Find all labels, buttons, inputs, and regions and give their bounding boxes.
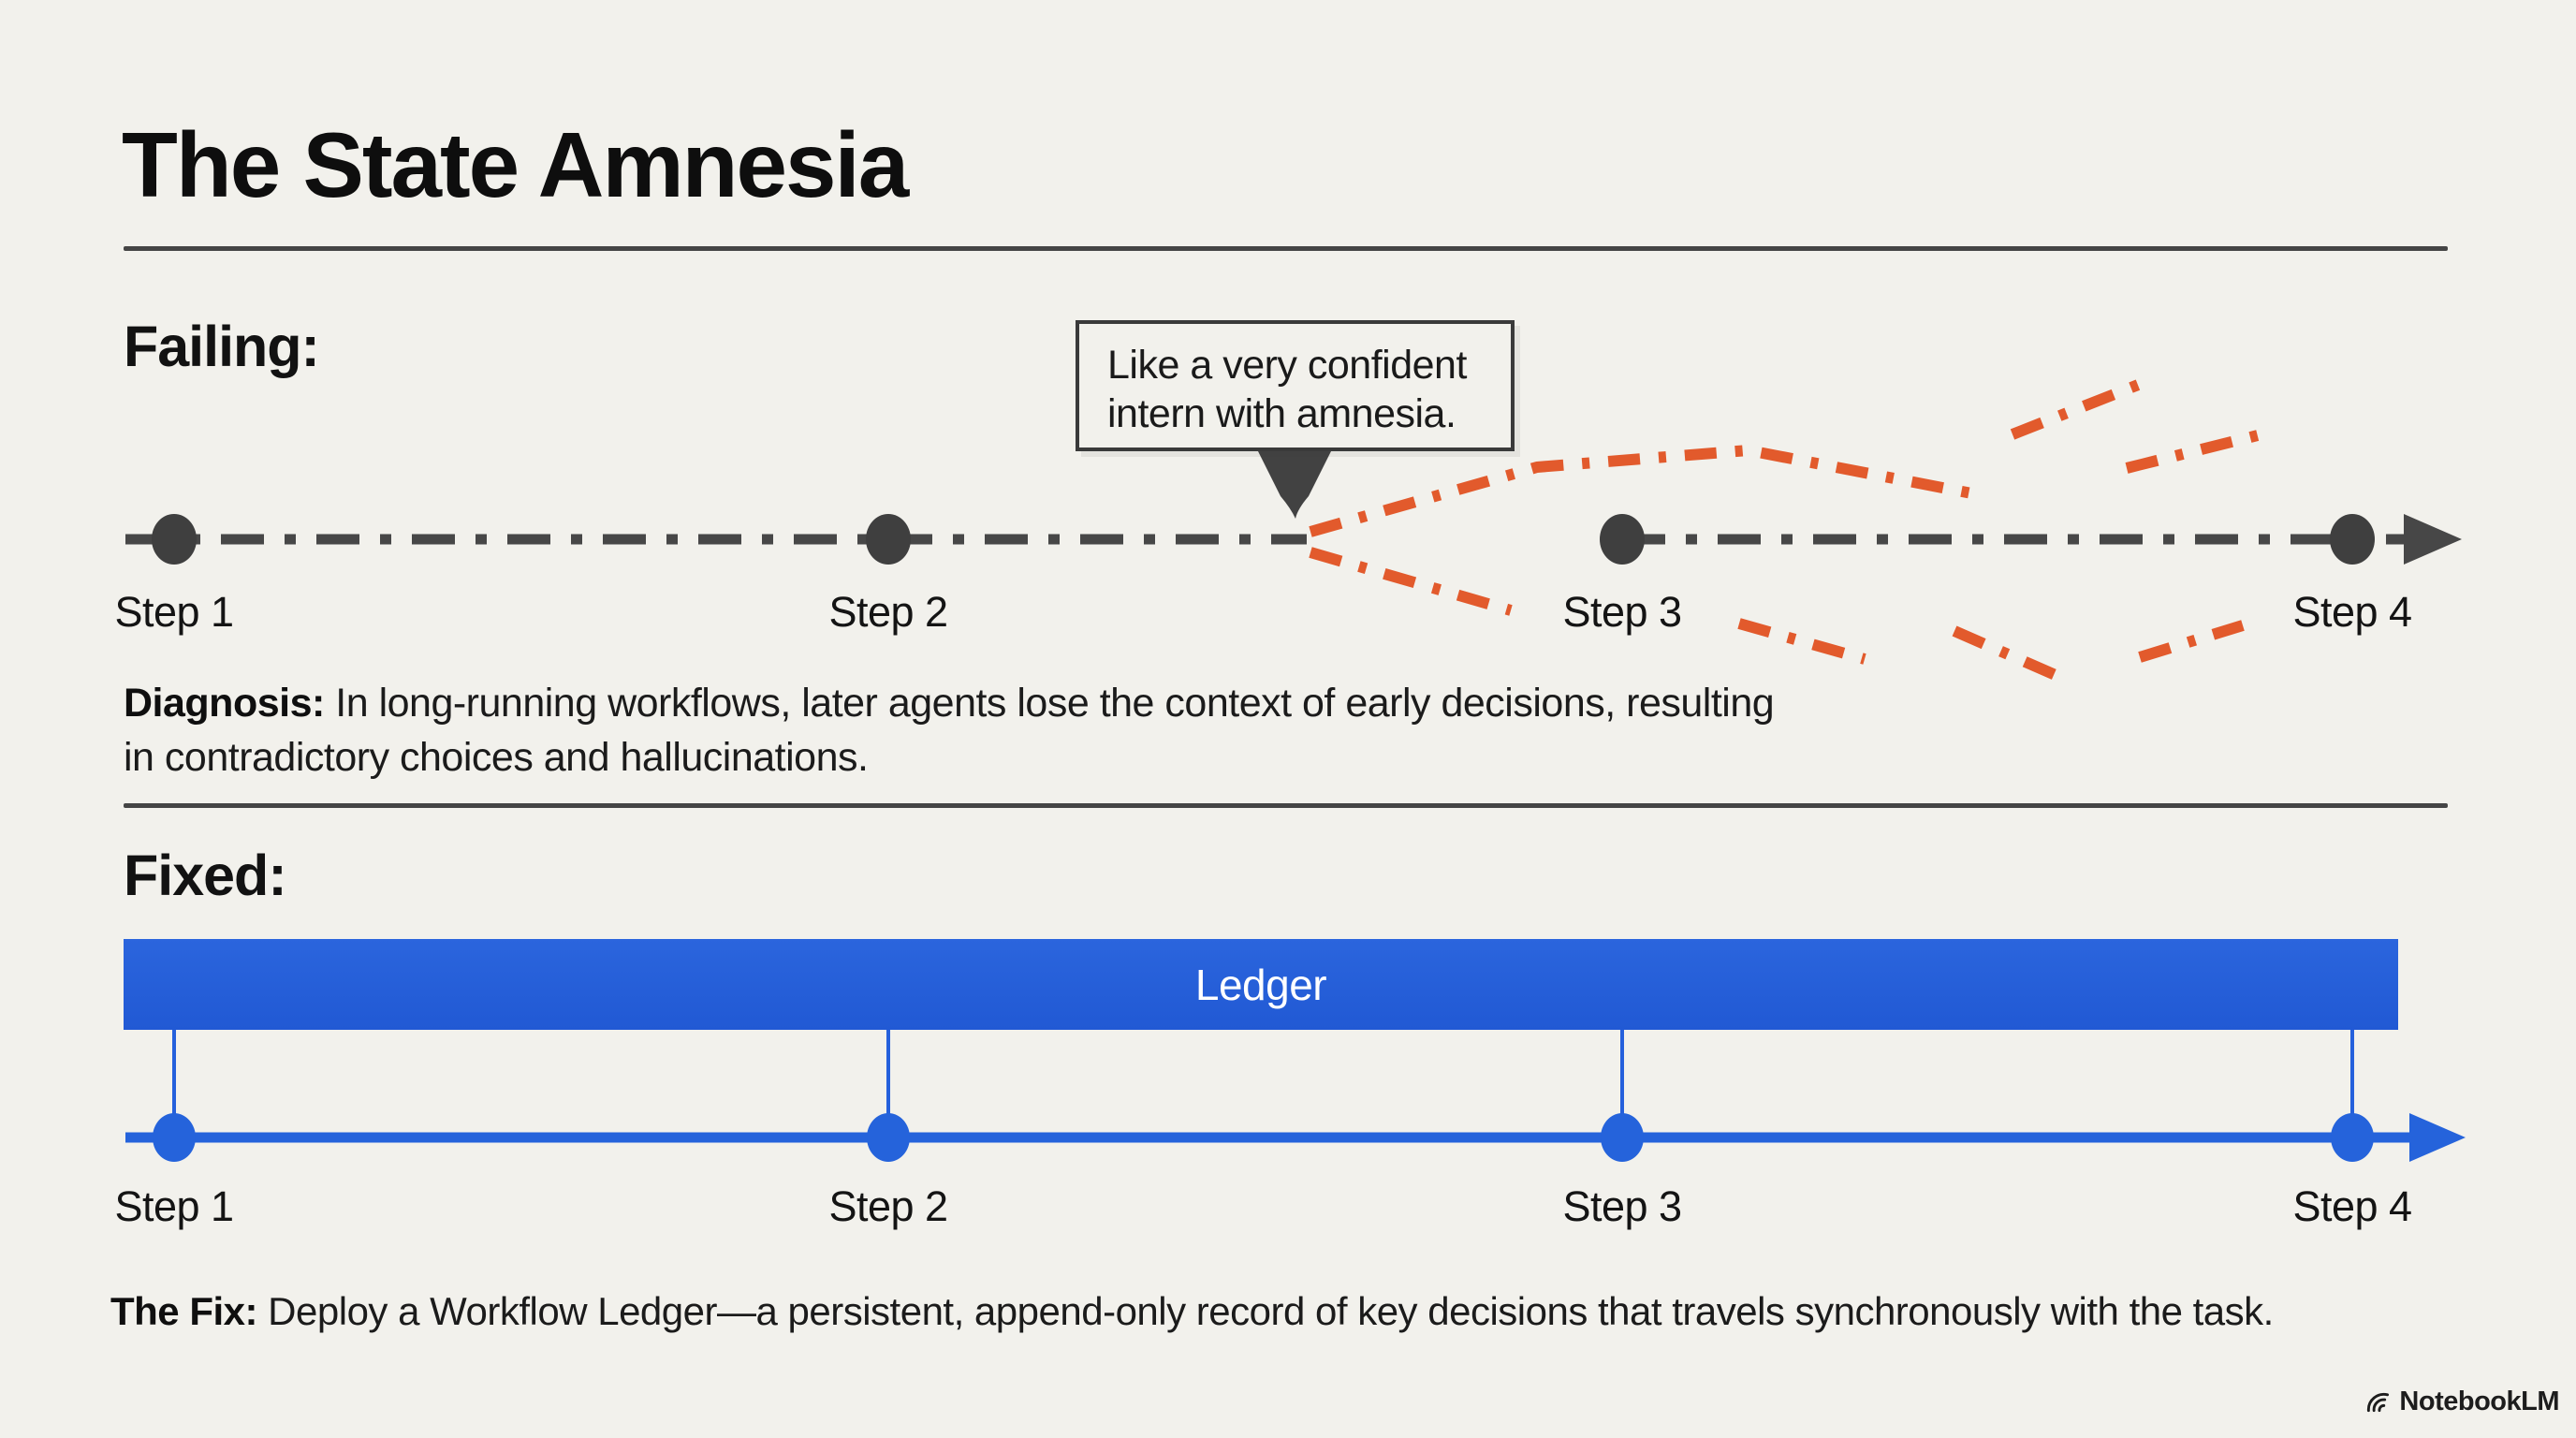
hallucination-fragment-5 — [2138, 620, 2245, 663]
fix-text: Deploy a Workflow Ledger—a persistent, a… — [257, 1289, 2274, 1333]
fixed-section-heading: Fixed: — [124, 844, 287, 907]
fixed-step-dot-4 — [2331, 1113, 2374, 1162]
failing-step-dot-2 — [866, 514, 911, 565]
callout-text: Like a very confident intern with amnesi… — [1107, 343, 1467, 437]
fixed-step-label-1: Step 1 — [114, 1182, 234, 1230]
ledger-connectors — [172, 1030, 2354, 1122]
hallucination-fragment-3 — [1737, 618, 1866, 665]
notebooklm-logo-text: NotebookLM — [2399, 1387, 2559, 1416]
fixed-step-label-3: Step 3 — [1562, 1182, 1682, 1230]
failing-step-dot-1 — [152, 514, 197, 565]
hallucination-path-upper — [1309, 445, 1988, 537]
hallucination-fragment-4 — [1952, 625, 2060, 682]
fixed-step-label-4: Step 4 — [2292, 1182, 2412, 1230]
diagnosis-paragraph: Diagnosis: In long-running workflows, la… — [124, 676, 1790, 785]
callout-bubble: Like a very confident intern with amnesi… — [1076, 320, 1515, 451]
failing-step-label-2: Step 2 — [828, 588, 948, 636]
page-title: The State Amnesia — [122, 113, 909, 216]
failing-step-dot-3 — [1600, 514, 1645, 565]
fixed-step-dot-2 — [867, 1113, 910, 1162]
hallucination-path-lower — [1309, 547, 1513, 616]
fixed-step-dots — [153, 1113, 2374, 1162]
hallucination-fragment-1 — [2010, 373, 2158, 440]
diagnosis-label: Diagnosis: — [124, 681, 325, 726]
failing-step-label-4: Step 4 — [2292, 588, 2412, 636]
failing-step-dots — [152, 514, 2375, 565]
fixed-step-dot-3 — [1601, 1113, 1644, 1162]
fix-label: The Fix: — [110, 1289, 258, 1333]
fixed-step-dot-1 — [153, 1113, 196, 1162]
ledger-label: Ledger — [1194, 960, 1327, 1009]
hallucination-paths — [1309, 373, 2271, 682]
notebooklm-icon — [2367, 1392, 2390, 1412]
ledger-bar: Ledger — [124, 939, 2398, 1030]
title-divider — [124, 246, 2448, 251]
fix-paragraph: The Fix: Deploy a Workflow Ledger—a pers… — [110, 1284, 2507, 1338]
failing-arrowhead-icon — [2404, 514, 2462, 565]
fixed-step-label-2: Step 2 — [828, 1182, 948, 1230]
failing-section-heading: Failing: — [124, 315, 320, 378]
fixed-arrowhead-icon — [2409, 1113, 2466, 1162]
failing-step-label-3: Step 3 — [1562, 588, 1682, 636]
hallucination-fragment-2 — [2125, 427, 2271, 474]
callout-pointer-icon — [1258, 451, 1331, 519]
notebooklm-branding: NotebookLM — [2365, 1387, 2559, 1417]
failing-step-label-1: Step 1 — [114, 588, 234, 636]
section-divider — [124, 803, 2448, 808]
failing-step-dot-4 — [2330, 514, 2375, 565]
diagnosis-text: In long-running workflows, later agents … — [124, 681, 1775, 781]
